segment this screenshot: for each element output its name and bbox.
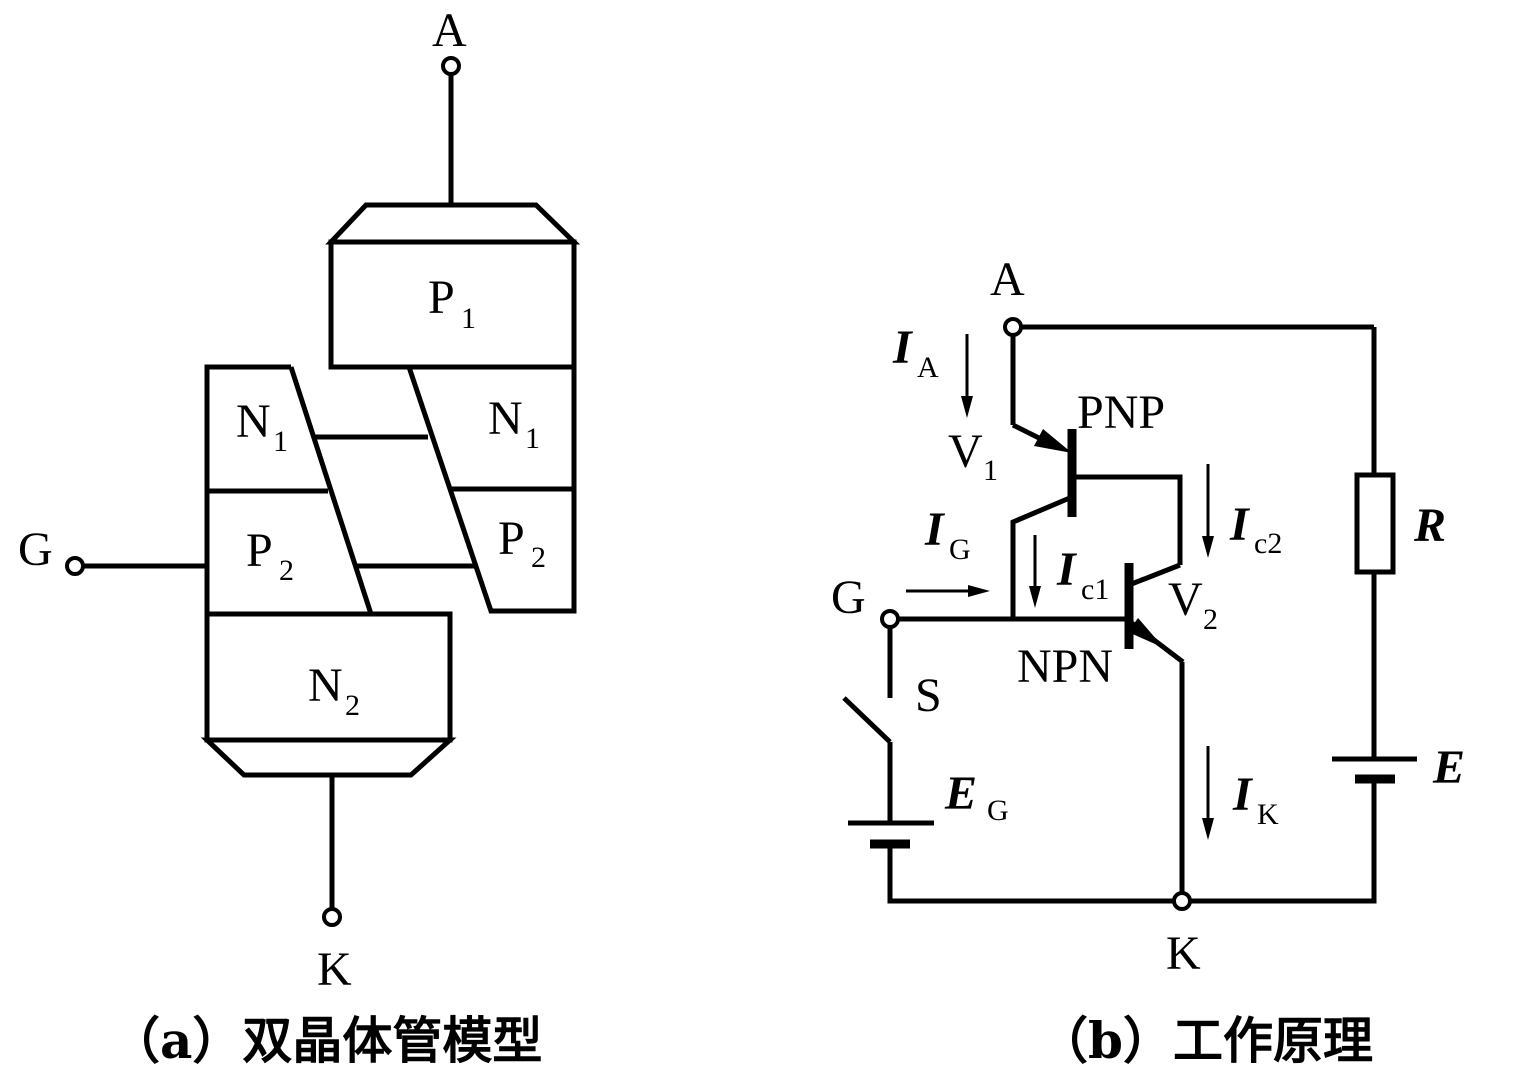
label-n2-sub: 2 (345, 689, 360, 722)
current-arrow-ia (961, 334, 973, 418)
v1-collector-lead (1010, 494, 1073, 619)
current-ic2-sub: c2 (1254, 527, 1282, 560)
model-label-k: K (317, 943, 352, 996)
circuit-anode-terminal (1003, 317, 1023, 337)
current-arrow-ik (1202, 746, 1214, 840)
cathode-contact (200, 737, 457, 778)
label-n1-right-letter: N (488, 392, 523, 445)
current-arrow-ic1 (1029, 535, 1041, 608)
v2-sub: 2 (1203, 603, 1218, 636)
anode-terminal (441, 56, 461, 76)
circuit-gate-terminal (880, 609, 900, 629)
npn-label: NPN (1017, 640, 1113, 693)
label-p2-left-letter: P (246, 524, 273, 577)
circuit-label-k: K (1166, 927, 1201, 980)
label-n1-right-sub: 1 (525, 422, 540, 455)
right-wire-lower (1190, 779, 1377, 904)
v1-base-to-v2-collector (1072, 474, 1183, 565)
current-ig-sub: G (949, 533, 971, 566)
v2-emitter-arrow (1128, 618, 1164, 648)
label-n1-left-letter: N (236, 395, 271, 448)
label-p1-letter: P (428, 271, 455, 324)
cathode-terminal (322, 907, 342, 927)
label-p2-right-sub: 2 (531, 541, 546, 574)
bottom-wire (887, 844, 1174, 904)
resistor (1354, 472, 1396, 575)
current-ic1-sub: c1 (1081, 573, 1109, 606)
v2-collector (1128, 562, 1181, 588)
lower-slanted-edge (288, 366, 374, 615)
label-p1-sub: 1 (461, 302, 476, 335)
current-ik-sub: K (1257, 798, 1279, 831)
current-ic1-letter: I (1056, 543, 1078, 596)
source-eg-letter: E (944, 767, 977, 820)
model-label-g: G (18, 523, 53, 576)
v1-letter: V (948, 425, 983, 478)
pnp-label: PNP (1077, 386, 1165, 439)
current-ic2-letter: I (1229, 498, 1251, 551)
switch-label: S (915, 669, 942, 722)
label-p2-left-sub: 2 (279, 554, 294, 587)
circuit-caption: （b）工作原理 (1038, 1011, 1373, 1070)
current-ia-sub: A (917, 351, 939, 384)
current-ik-letter: I (1232, 768, 1254, 821)
switch-blade (842, 696, 892, 744)
v2-letter: V (1168, 573, 1203, 626)
label-n1-left-sub: 1 (273, 425, 288, 458)
resistor-label: R (1413, 499, 1446, 552)
circuit-label-g: G (831, 571, 866, 624)
v1-sub: 1 (983, 454, 998, 487)
source-eg-sub: G (987, 794, 1009, 827)
current-arrow-ig (906, 585, 990, 597)
label-p2-right-letter: P (498, 512, 525, 565)
model-label-a: A (432, 4, 467, 57)
v1-emitter-arrow (1034, 429, 1072, 453)
circuit-cathode-terminal (1172, 891, 1192, 911)
label-n2-letter: N (308, 659, 343, 712)
working-principle-circuit: A R E K E G S G (831, 253, 1465, 1070)
model-caption: （a）双晶体管模型 (110, 1011, 542, 1070)
current-arrow-ic2 (1202, 464, 1214, 558)
circuit-label-a: A (990, 253, 1025, 306)
upper-p1-layer (328, 239, 577, 370)
two-transistor-model: A G K P 1 N 1 N 1 P 2 P 2 N (18, 4, 581, 1070)
source-e-label: E (1432, 741, 1465, 794)
current-ia-letter: I (892, 321, 914, 374)
current-ig-letter: I (924, 503, 946, 556)
gate-terminal (65, 556, 85, 576)
anode-contact (325, 202, 581, 245)
